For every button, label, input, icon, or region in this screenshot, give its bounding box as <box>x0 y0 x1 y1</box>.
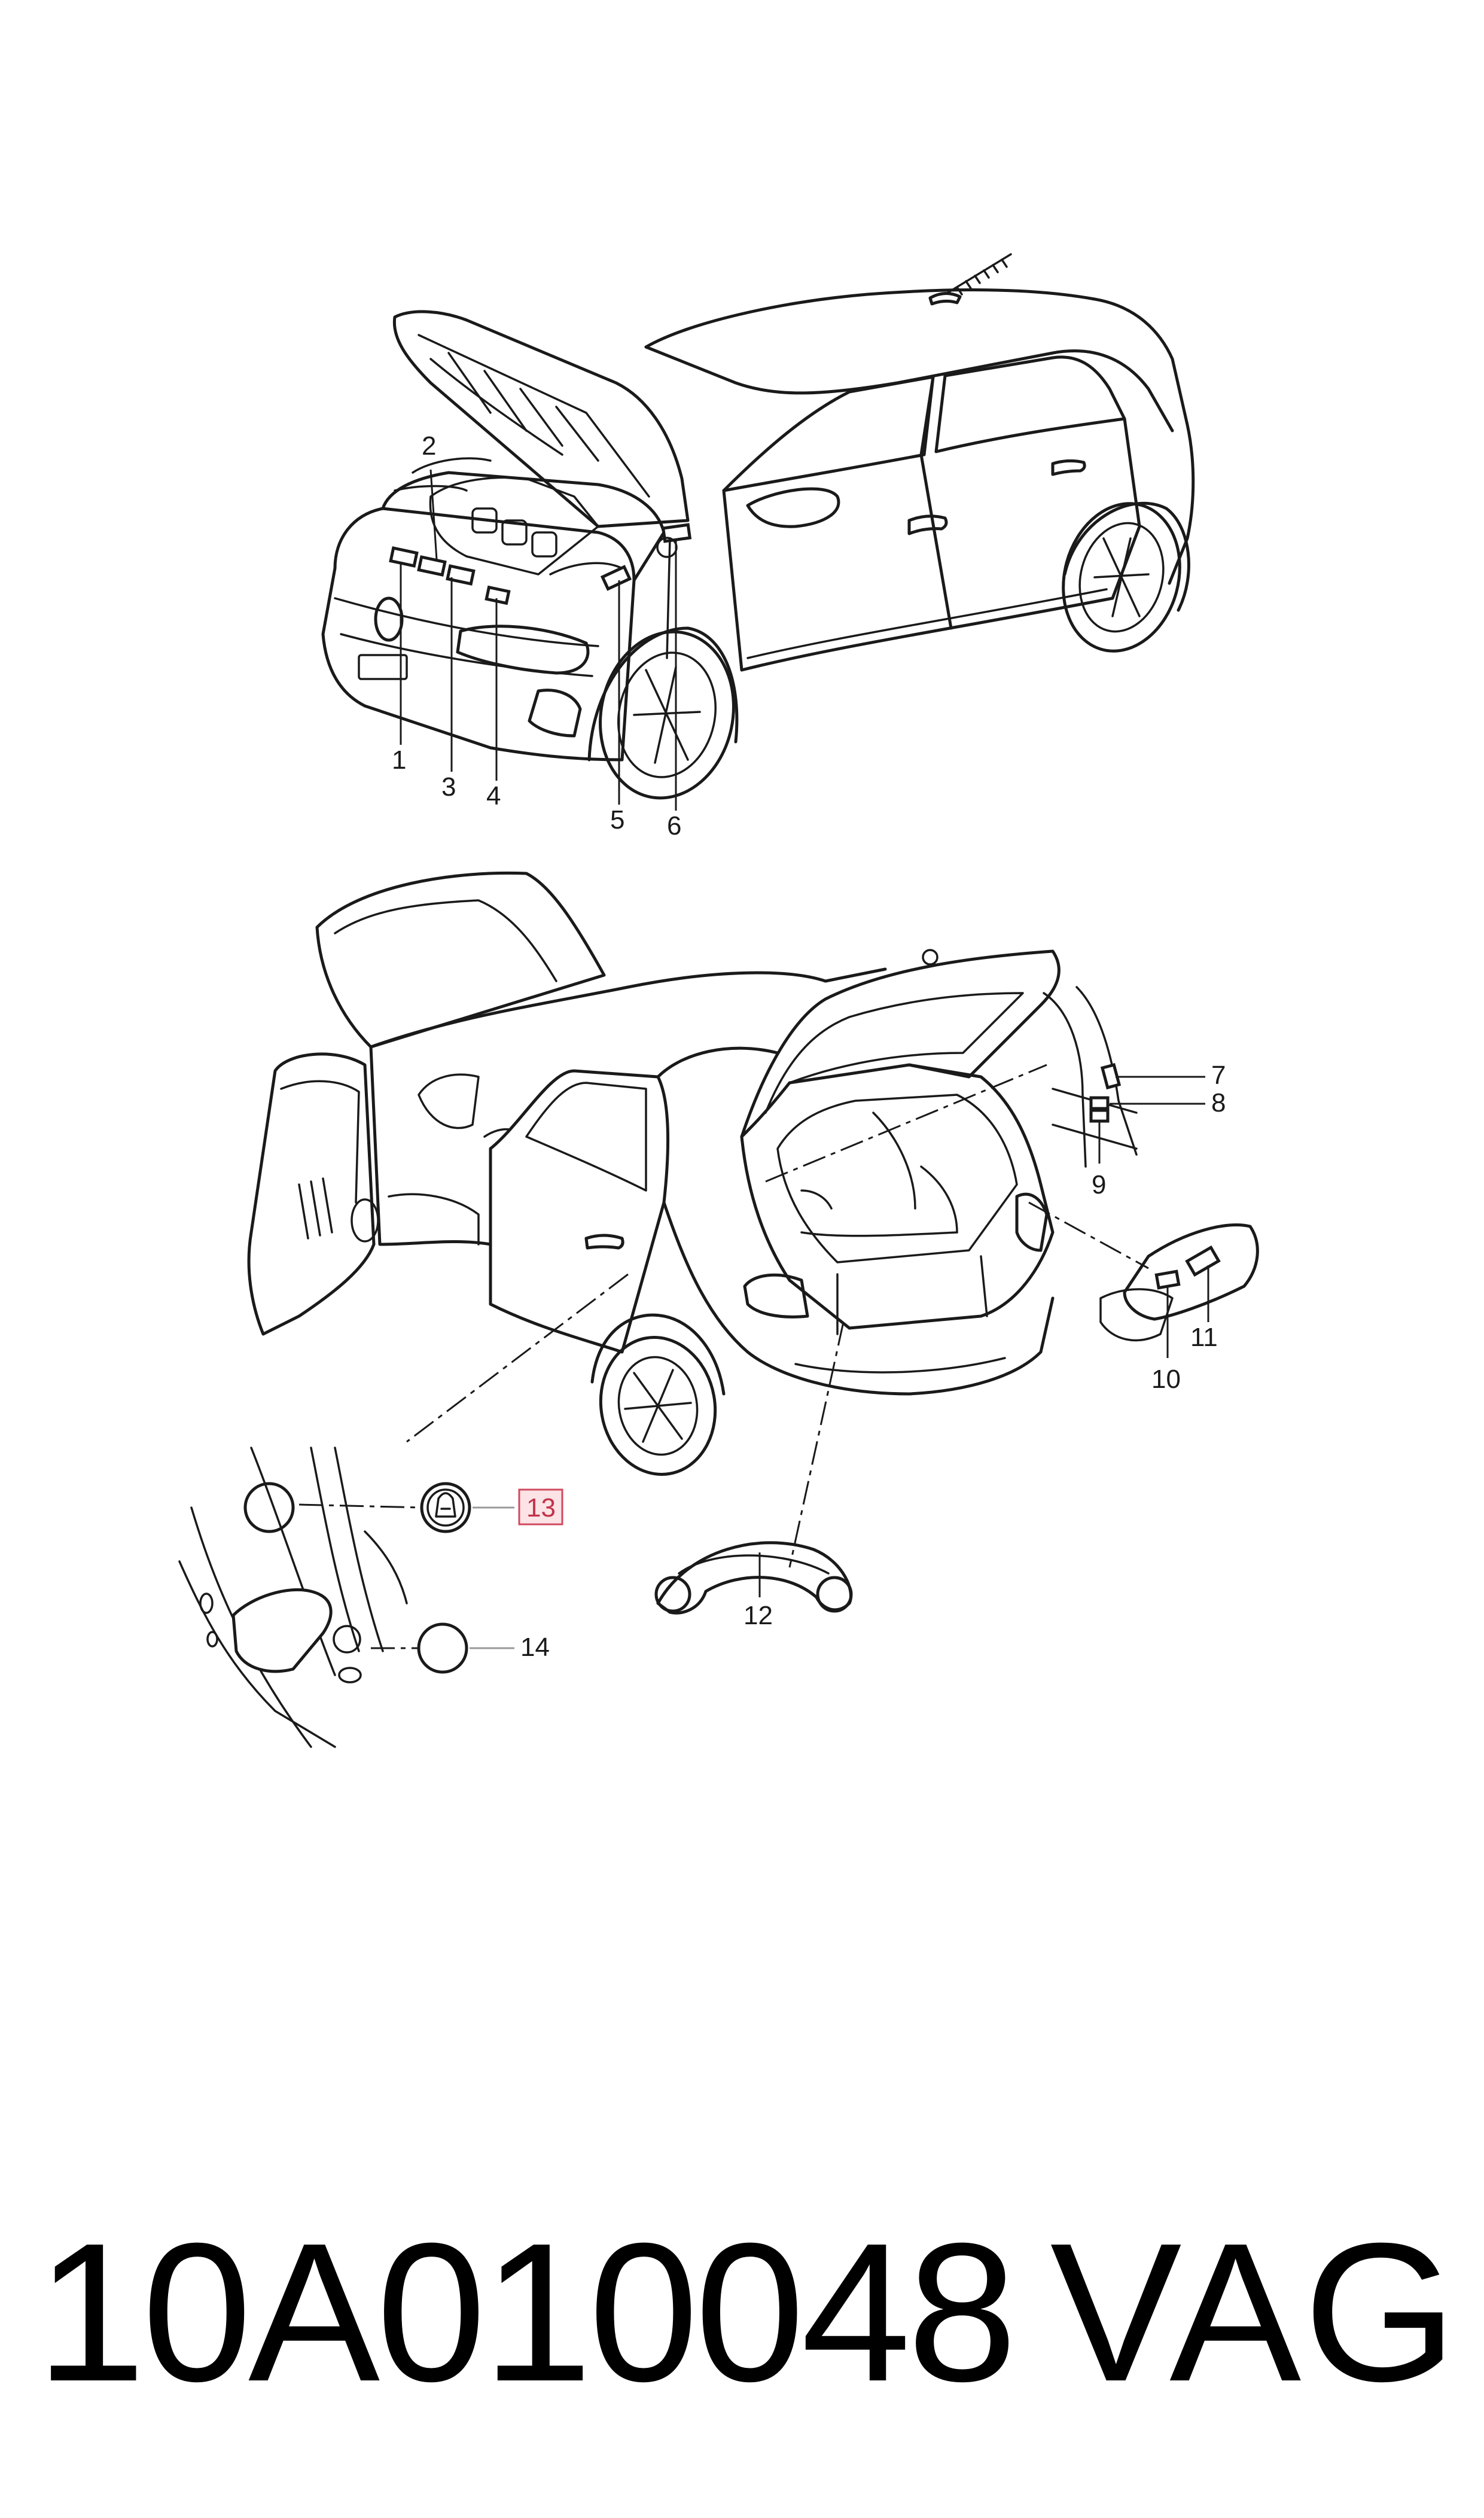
label-3 <box>446 564 476 586</box>
callout-13-box <box>518 1488 563 1526</box>
callout-7: 7 <box>1211 1061 1226 1090</box>
label-6 <box>661 523 692 543</box>
callout-10: 10 <box>1151 1365 1181 1394</box>
part-number: 10A010048 <box>36 2202 1017 2422</box>
callout-9: 9 <box>1092 1170 1106 1199</box>
label-2-3a <box>417 555 447 577</box>
label-10 <box>1154 1269 1181 1290</box>
child-seat-label <box>420 1482 471 1533</box>
callout-8: 8 <box>1211 1088 1226 1118</box>
callout-4: 4 <box>486 781 501 811</box>
cap-14 <box>417 1622 468 1674</box>
footer: 10A010048 VAG <box>36 2213 1459 2441</box>
detail-inset-12 <box>654 1541 853 1615</box>
callout-labels: 1 2 3 4 5 6 7 8 9 10 11 12 13 14 <box>392 431 1226 1662</box>
label-4 <box>484 585 511 605</box>
label-8 <box>1089 1096 1110 1110</box>
label-9 <box>1089 1109 1110 1123</box>
car-front-view <box>321 253 1195 800</box>
label-11 <box>1185 1245 1221 1277</box>
callout-13: 13 <box>526 1493 556 1523</box>
leaders-bottom <box>470 1076 1209 1649</box>
label-7 <box>1100 1062 1122 1090</box>
car-rear-view <box>247 871 1061 1476</box>
callout-2: 2 <box>422 431 436 461</box>
detail-inset-10-11 <box>1099 1223 1259 1342</box>
callout-1: 1 <box>392 745 406 775</box>
label-5 <box>600 565 632 591</box>
callout-5: 5 <box>610 805 624 835</box>
callout-12: 12 <box>743 1601 773 1630</box>
callout-11: 11 <box>1190 1323 1218 1352</box>
brand-name: VAG <box>1050 2202 1459 2422</box>
detail-inset-13-14 <box>178 1447 471 1748</box>
guide-lines <box>298 1064 1149 1649</box>
label-1 <box>389 546 419 568</box>
callout-14: 14 <box>520 1633 550 1662</box>
callout-6: 6 <box>667 811 681 841</box>
detail-inset-7-9 <box>1043 986 1138 1168</box>
callout-3: 3 <box>441 772 456 802</box>
leaders-top <box>400 469 677 811</box>
